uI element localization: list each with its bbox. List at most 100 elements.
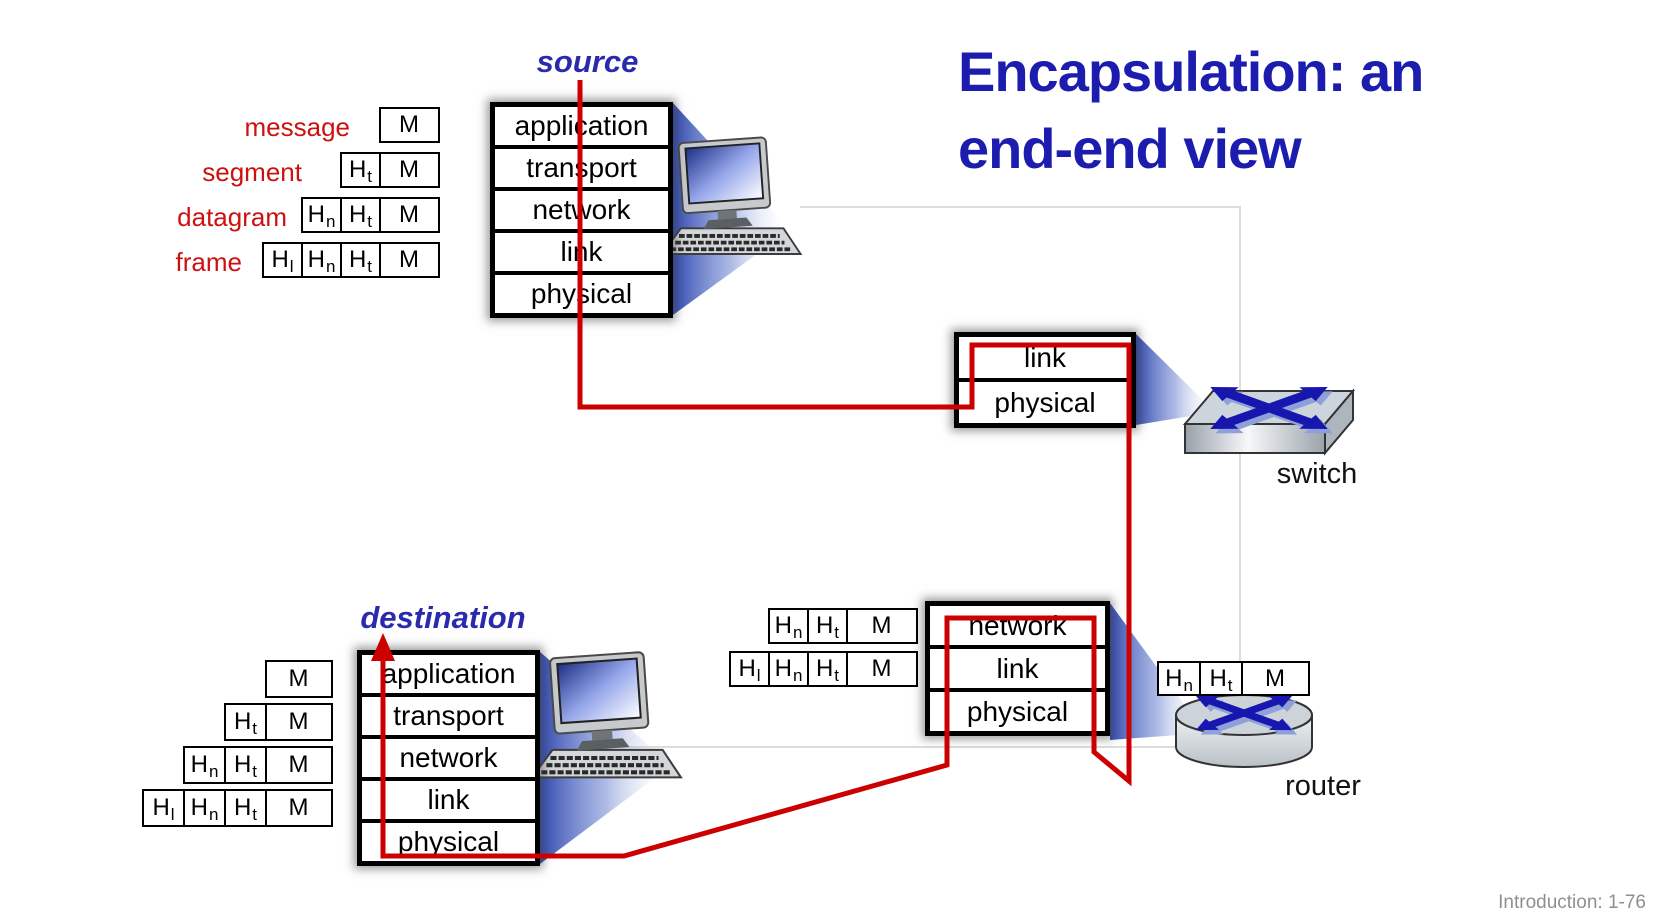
pdu-cell-text: M [399, 246, 419, 273]
pdu-cell-text: M [288, 751, 309, 778]
pdu-cell-text: H [233, 794, 252, 821]
layer-row: network [362, 735, 535, 777]
source-beam [673, 103, 790, 315]
pdu-cell-subscript: n [325, 257, 336, 276]
pdu-cell-text: H [815, 655, 834, 682]
router-label: router [1285, 770, 1361, 802]
pdu-cell-text: M [399, 156, 419, 183]
slide-title-line1: Encapsulation: an [958, 40, 1424, 103]
pdu-cell-subscript: t [252, 719, 258, 738]
pdu-label-segment: segment [202, 157, 302, 187]
layer-row: physical [495, 271, 668, 313]
pdu-cell-text: M [1265, 664, 1285, 692]
pdu-cell-text: H [271, 246, 289, 273]
pdu-cell-subscript: t [252, 805, 258, 824]
pdu-cell: M [846, 651, 918, 687]
pdu-cell: M [379, 197, 440, 233]
pdu-cell-text: M [288, 794, 309, 821]
pdu-cell-subscript: n [325, 212, 336, 231]
pdu-row-destination-message: M [265, 660, 333, 698]
pdu-cell-text: M [871, 612, 892, 639]
pdu-cell-text: H [190, 751, 208, 778]
pdu-cell-text: H [348, 246, 367, 273]
layer-row: physical [930, 688, 1105, 731]
pdu-cell: M [265, 789, 333, 827]
layer-row: transport [362, 693, 535, 735]
source-pc-icon [660, 135, 803, 256]
destination-pc-icon [532, 652, 681, 777]
layer-row: physical [959, 378, 1131, 423]
pdu-cell-subscript: n [792, 666, 803, 685]
switch-icon [1182, 380, 1356, 456]
pdu-cell: M [379, 242, 440, 278]
pdu-cell-text: H [307, 201, 325, 228]
pdu-cell-subscript: t [252, 762, 258, 781]
pdu-cell-subscript: n [208, 762, 219, 781]
layer-row: transport [495, 145, 668, 187]
pdu-cell-text: H [1165, 664, 1183, 692]
pdu-cell-text: M [288, 708, 309, 735]
layer-row: physical [362, 819, 535, 861]
layer-row: application [362, 655, 535, 693]
layer-row: link [495, 229, 668, 271]
pdu-cell: M [265, 746, 333, 784]
pdu-cell-text: H [738, 655, 756, 682]
slide-title: Encapsulation: an end-end view [958, 33, 1518, 187]
pdu-cell-text: H [233, 751, 252, 778]
pdu-cell-text: M [288, 665, 309, 692]
pdu-cell-text: H [348, 156, 367, 183]
pdu-cell-subscript: t [1227, 675, 1233, 695]
pdu-cell-subscript: n [208, 805, 219, 824]
switch-arrows-icon [1202, 380, 1341, 441]
pdu-cell: M [379, 152, 440, 188]
layer-row: link [930, 645, 1105, 688]
pdu-cell-subscript: l [170, 805, 175, 824]
pdu-cell: M [265, 660, 333, 698]
pdu-cell-text: H [774, 655, 792, 682]
pdu-cell-subscript: n [792, 623, 803, 642]
pdu-cell-subscript: t [834, 623, 840, 642]
switch-beam [1136, 334, 1215, 425]
layer-row: link [362, 777, 535, 819]
pdu-cell: M [265, 703, 333, 741]
destination-beam [540, 652, 672, 864]
pdu-cell-text: M [399, 111, 419, 138]
router-arrows-icon [1189, 690, 1304, 741]
pdu-row-source-message: M [379, 107, 440, 143]
pdu-cell-text: H [190, 794, 208, 821]
pdu-cell-subscript: t [367, 257, 373, 276]
pdu-cell-text: H [233, 708, 252, 735]
layer-row: network [495, 187, 668, 229]
pdu-cell-text: H [152, 794, 170, 821]
pdu-cell-text: M [871, 655, 892, 682]
layer-row: application [495, 107, 668, 145]
destination-label: destination [360, 600, 526, 635]
switch-label: switch [1276, 458, 1358, 490]
